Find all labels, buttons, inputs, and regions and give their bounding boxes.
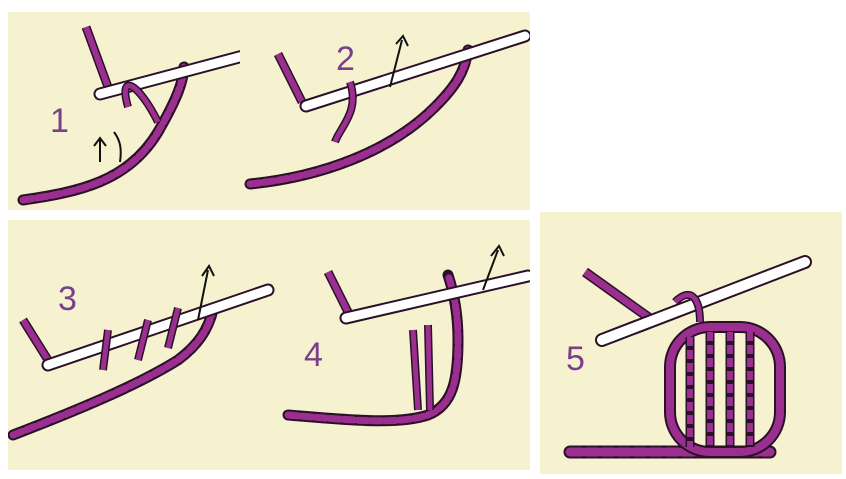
crochet-hook-icon	[346, 276, 528, 318]
step-4-panel: 4	[278, 220, 530, 470]
step-2-panel: 2	[240, 12, 530, 210]
step-3-panel: 3	[8, 220, 278, 470]
direction-arrow-icon	[94, 132, 121, 162]
step-3-number: 3	[58, 282, 77, 316]
step-1-illustration	[8, 12, 260, 210]
step-1-panel: 1	[8, 12, 260, 210]
step-2-illustration	[240, 12, 530, 210]
step-2-number: 2	[336, 42, 355, 76]
step-1-number: 1	[50, 104, 69, 138]
crochet-hook-icon	[48, 290, 268, 365]
step-5-illustration	[540, 212, 842, 474]
step-5-panel: 5	[540, 212, 842, 474]
step-5-number: 5	[566, 342, 585, 376]
step-4-number: 4	[304, 338, 323, 372]
step-3-illustration	[8, 220, 278, 470]
